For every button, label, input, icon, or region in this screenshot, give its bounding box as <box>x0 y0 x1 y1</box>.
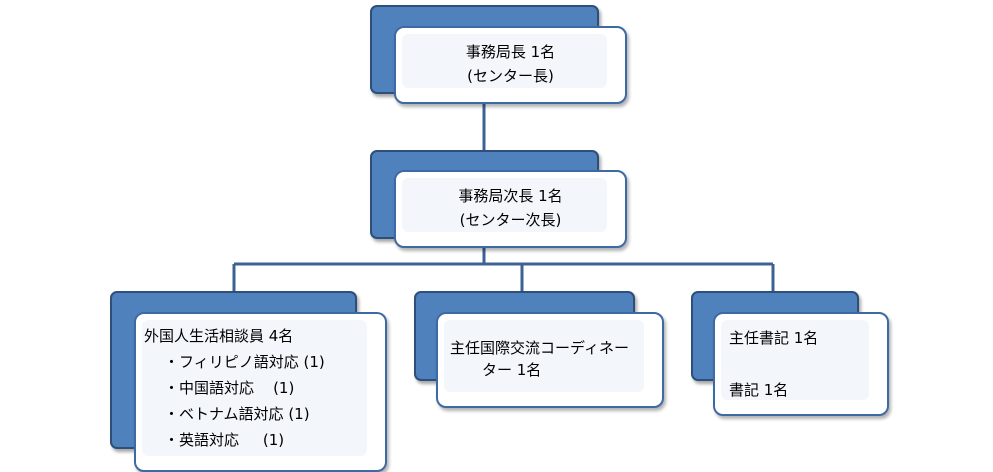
counselors-item: ・フィリピノ語対応 (1) <box>164 353 325 371</box>
chief-clerk-label: 主任書記 1名 <box>729 329 819 347</box>
counselors-item: ・中国語対応 (1) <box>164 379 295 397</box>
counselors-box: 外国人生活相談員 4名 ・フィリピノ語対応 (1) ・中国語対応 (1) ・ベト… <box>134 312 387 472</box>
deputy-box: 事務局次長 1名 (センター次長) <box>394 170 627 248</box>
coordinator-title-line2: ター 1名 <box>482 361 542 379</box>
counselors-title: 外国人生活相談員 4名 <box>144 327 294 345</box>
director-subtitle: (センター長) <box>467 67 554 85</box>
clerk-label: 書記 1名 <box>729 381 789 399</box>
counselors-item: ・ベトナム語対応 (1) <box>164 405 310 423</box>
director-title: 事務局長 1名 <box>465 43 556 61</box>
deputy-subtitle: (センター次長) <box>459 211 562 229</box>
coordinator-box: 主任国際交流コーディネー ター 1名 <box>436 312 664 408</box>
director-box: 事務局長 1名 (センター長) <box>394 26 627 104</box>
counselors-item: ・英語対応 (1) <box>164 431 285 449</box>
coordinator-title-line1: 主任国際交流コーディネー <box>450 339 629 357</box>
deputy-title: 事務局次長 1名 <box>458 187 563 205</box>
clerks-box: 主任書記 1名 書記 1名 <box>713 312 889 416</box>
